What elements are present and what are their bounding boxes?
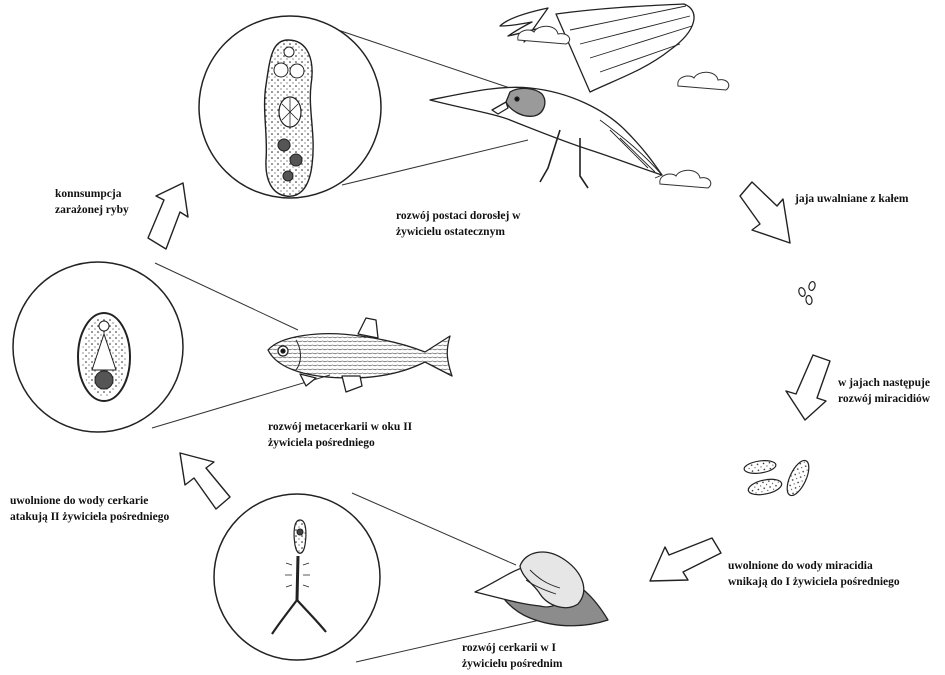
fish-consumption-label: konnsumpcja zarażonej ryby (55, 186, 129, 218)
fish-consumption-line-2: zarażonej ryby (55, 202, 129, 218)
miracidia-release-line-2: wnikają do I żywiciela pośredniego (728, 574, 900, 590)
adult-development-line-2: żywicielu ostatecznym (396, 224, 520, 240)
miracidia-release-label: uwolnione do wody miracidia wnikają do I… (728, 558, 900, 590)
metacercariae-development-line-1: rozwój metacerkarii w oku II (268, 419, 412, 435)
miracidia-development-label: w jajach następuje rozwój miracidiów (838, 375, 930, 407)
arrow-miracidia-dev (786, 355, 830, 420)
miracidia-development-line-1: w jajach następuje (838, 375, 930, 391)
cercariae-development-label: rozwój cerkarii w I żywicielu pośrednim (462, 640, 562, 672)
snail-icon (475, 552, 608, 626)
adult-development-line-1: rozwój postaci dorosłej w (396, 208, 520, 224)
arrow-eggs (740, 182, 790, 243)
seagull-icon (430, 4, 694, 188)
cercariae-release-line-2: atakują II żywiciela pośredniego (10, 509, 169, 525)
cloud-icon-right (678, 72, 729, 90)
miracidia-development-line-2: rozwój miracidiów (838, 391, 930, 407)
cloud-icon-bottom (660, 170, 711, 188)
metacercariae-development-label: rozwój metacerkarii w oku II żywiciela p… (268, 419, 412, 451)
miracidia-icon (743, 457, 813, 498)
cercariae-release-line-1: uwolnione do wody cerkarie (10, 493, 169, 509)
arrow-consumption (148, 183, 188, 249)
metacercariae-development-line-2: żywiciela pośredniego (268, 435, 412, 451)
eggs-released-line-1: jaja uwalniane z kałem (795, 191, 908, 207)
metacercaria-circle (13, 262, 183, 432)
adult-fluke-circle (199, 16, 381, 198)
cercariae-release-label: uwolnione do wody cerkarie atakują II ży… (10, 493, 169, 525)
eggs-released-label: jaja uwalniane z kałem (795, 191, 908, 207)
metacercaria-icon (78, 313, 130, 401)
miracidia-release-line-1: uwolnione do wody miracidia (728, 558, 900, 574)
arrow-cercariae-release (180, 453, 230, 509)
adult-fluke-icon (265, 40, 314, 196)
cercaria-circle (214, 494, 380, 660)
arrow-miracidia-release (650, 538, 721, 581)
fish-consumption-line-1: konnsumpcja (55, 186, 129, 202)
cercariae-development-line-2: żywicielu pośrednim (462, 656, 562, 672)
adult-development-label: rozwój postaci dorosłej w żywicielu osta… (396, 208, 520, 240)
cercariae-development-line-1: rozwój cerkarii w I (462, 640, 562, 656)
eggs-icon (798, 281, 816, 305)
